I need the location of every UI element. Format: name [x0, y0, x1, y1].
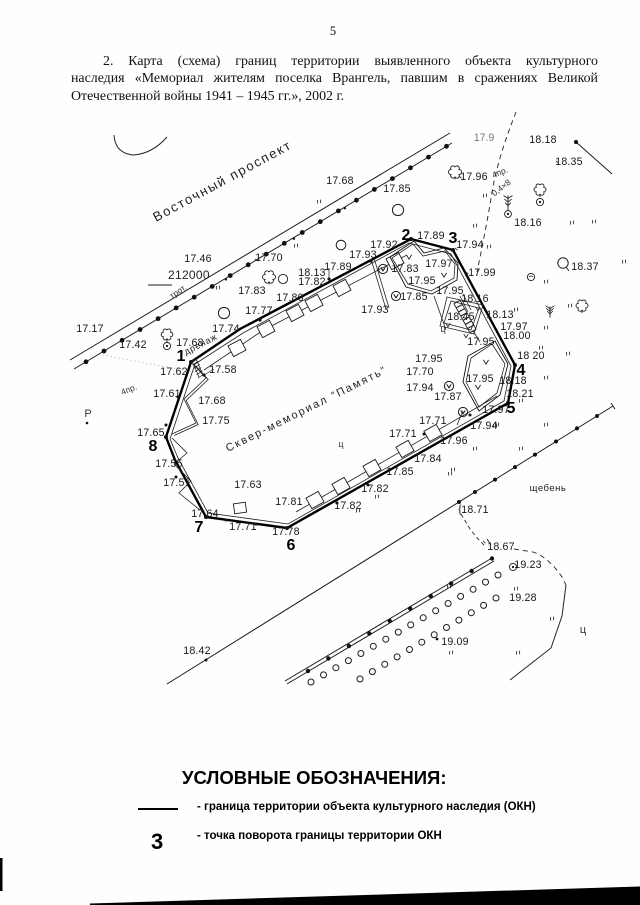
svg-text:17.82: 17.82 — [334, 500, 362, 512]
svg-text:17.95: 17.95 — [436, 285, 464, 297]
svg-text:17.93: 17.93 — [361, 304, 389, 316]
svg-text:17.65: 17.65 — [137, 427, 165, 439]
svg-text:18.42: 18.42 — [183, 645, 211, 657]
svg-text:17.82: 17.82 — [298, 276, 326, 288]
svg-text:4: 4 — [517, 362, 526, 379]
svg-text:18.45: 18.45 — [447, 311, 475, 323]
svg-text:ц: ц — [338, 439, 343, 449]
svg-text:7: 7 — [195, 519, 204, 536]
svg-text:17.77: 17.77 — [245, 305, 273, 317]
svg-text:17.63: 17.63 — [234, 479, 262, 491]
svg-text:17.85: 17.85 — [400, 291, 428, 303]
svg-text:17.87: 17.87 — [434, 391, 462, 403]
svg-text:17.95: 17.95 — [408, 275, 436, 287]
svg-text:19.23: 19.23 — [514, 559, 542, 571]
svg-text:18 20: 18 20 — [517, 350, 545, 362]
svg-text:5: 5 — [507, 400, 516, 417]
svg-text:17.95: 17.95 — [415, 353, 443, 365]
svg-text:17.9: 17.9 — [474, 132, 495, 144]
svg-text:17.83: 17.83 — [391, 263, 419, 275]
svg-text:ц: ц — [580, 624, 587, 636]
svg-text:18.18: 18.18 — [499, 375, 527, 387]
svg-text:Р: Р — [84, 408, 91, 420]
svg-text:17.95: 17.95 — [466, 373, 494, 385]
svg-text:17.89: 17.89 — [324, 261, 352, 273]
svg-text:17.96: 17.96 — [440, 435, 468, 447]
svg-text:19.28: 19.28 — [509, 592, 537, 604]
svg-text:18.00: 18.00 — [503, 330, 531, 342]
svg-text:17.96: 17.96 — [460, 171, 488, 183]
svg-text:18.13: 18.13 — [298, 267, 326, 279]
svg-text:18.18: 18.18 — [529, 134, 557, 146]
svg-text:17.42: 17.42 — [119, 339, 147, 351]
svg-text:17.94: 17.94 — [406, 382, 434, 394]
svg-text:17.55: 17.55 — [155, 458, 183, 470]
svg-text:17.57: 17.57 — [163, 477, 191, 489]
svg-text:17.94: 17.94 — [470, 420, 498, 432]
svg-text:17.58: 17.58 — [209, 364, 237, 376]
svg-text:2: 2 — [402, 227, 411, 244]
svg-text:17.85: 17.85 — [386, 466, 414, 478]
svg-text:17.70: 17.70 — [406, 366, 434, 378]
svg-text:17.62: 17.62 — [160, 366, 188, 378]
svg-text:17.81: 17.81 — [275, 496, 303, 508]
svg-text:1: 1 — [177, 348, 186, 365]
svg-text:18.21: 18.21 — [506, 388, 534, 400]
svg-text:17.97: 17.97 — [482, 404, 510, 416]
svg-text:17.78: 17.78 — [272, 526, 300, 538]
svg-text:17.85: 17.85 — [383, 183, 411, 195]
svg-text:19.09: 19.09 — [441, 636, 469, 648]
svg-text:17.68: 17.68 — [198, 395, 226, 407]
svg-text:18.16: 18.16 — [514, 217, 542, 229]
svg-text:Восточный проспект: Восточный проспект — [150, 137, 294, 225]
svg-text:17.68: 17.68 — [176, 337, 204, 349]
svg-text:17.46: 17.46 — [184, 253, 212, 265]
svg-text:17.97: 17.97 — [425, 258, 453, 270]
svg-text:17.70: 17.70 — [255, 252, 283, 264]
svg-text:17.17: 17.17 — [76, 323, 104, 335]
svg-text:17.97: 17.97 — [500, 321, 528, 333]
svg-text:17.68: 17.68 — [326, 175, 354, 187]
svg-text:18.16: 18.16 — [461, 293, 489, 305]
svg-text:17.83: 17.83 — [238, 285, 266, 297]
svg-text:17.64: 17.64 — [191, 508, 219, 520]
svg-text:212000: 212000 — [168, 268, 210, 282]
svg-text:щебень: щебень — [530, 483, 567, 494]
svg-text:17.95: 17.95 — [467, 336, 495, 348]
svg-text:17.93: 17.93 — [349, 249, 377, 261]
svg-text:Сквер-мемориал “Память”: Сквер-мемориал “Память” — [224, 364, 389, 455]
svg-text:17.92: 17.92 — [370, 239, 398, 251]
svg-text:{: { — [457, 501, 463, 516]
svg-text:17.89: 17.89 — [417, 230, 445, 242]
svg-text:18.37: 18.37 — [571, 261, 599, 273]
svg-text:18.67: 18.67 — [487, 541, 515, 553]
svg-text:17.71: 17.71 — [419, 415, 447, 427]
svg-text:17.71: 17.71 — [229, 521, 257, 533]
svg-text:4пр.: 4пр. — [119, 382, 138, 397]
svg-text:18.13: 18.13 — [486, 309, 514, 321]
svg-text:3: 3 — [449, 230, 458, 247]
svg-text:17.75: 17.75 — [202, 415, 230, 427]
svg-text:ц: ц — [440, 324, 445, 334]
svg-text:18.71: 18.71 — [461, 504, 489, 516]
svg-text:17.74: 17.74 — [212, 323, 240, 335]
svg-text:17.99: 17.99 — [468, 267, 496, 279]
svg-text:17.94: 17.94 — [456, 239, 484, 251]
svg-text:17.71: 17.71 — [389, 428, 417, 440]
svg-text:17.61: 17.61 — [153, 388, 181, 400]
svg-text:18.35: 18.35 — [555, 156, 583, 168]
svg-text:17.84: 17.84 — [414, 453, 442, 465]
svg-text:6: 6 — [287, 537, 296, 554]
svg-text:8: 8 — [149, 438, 158, 455]
svg-text:0,4×8: 0,4×8 — [490, 177, 513, 198]
svg-text:17.82: 17.82 — [361, 483, 389, 495]
svg-text:17.80: 17.80 — [276, 292, 304, 304]
